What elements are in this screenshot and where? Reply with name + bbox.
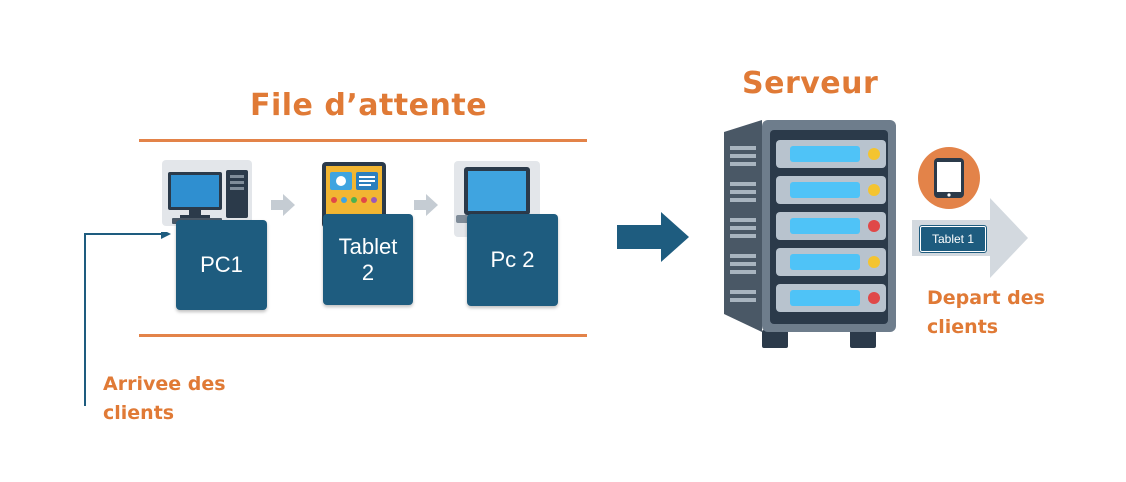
server-rack-icon: [722, 118, 898, 350]
departure-label: Depart des clients: [927, 287, 1045, 338]
departure-badge: Tablet 1: [919, 225, 987, 253]
queue-item-label: Tablet 2: [338, 234, 398, 285]
server-title: Serveur: [742, 66, 879, 101]
queue-item-label: Pc 2: [490, 247, 535, 273]
queue-item-pc1: PC1: [176, 220, 267, 310]
arrival-label: Arrivee des clients: [103, 373, 226, 424]
queue-item-pc-2: Pc 2: [467, 214, 558, 306]
queue-bottom-line: [139, 334, 587, 337]
queue-arrow-icon: [271, 194, 295, 216]
queue-title: File d’attente: [250, 88, 488, 123]
queue-item-tablet-2: Tablet 2: [323, 214, 413, 305]
queue-arrow-icon: [414, 194, 438, 216]
queue-item-label: PC1: [200, 252, 243, 278]
arrival-arrow-icon: [83, 229, 173, 407]
departure-tablet-icon: [918, 147, 980, 209]
to-server-arrow-icon: [617, 212, 689, 262]
queue-top-line: [139, 139, 587, 142]
desktop-computer-icon: [160, 158, 270, 228]
